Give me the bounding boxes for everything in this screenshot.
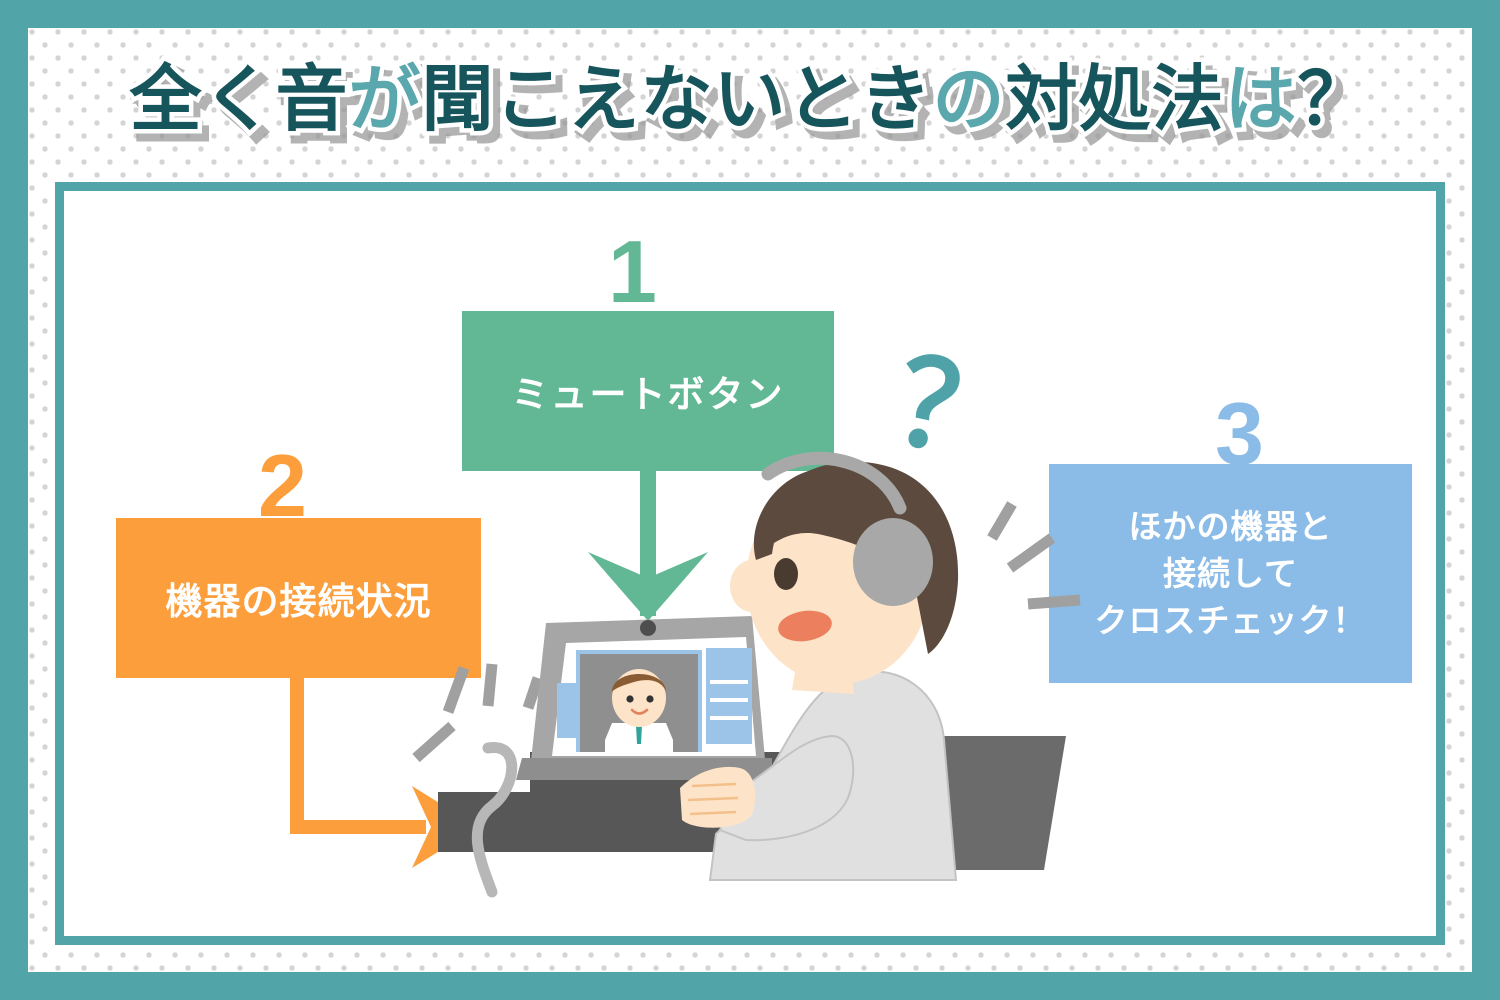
- step-1-number: 1: [608, 222, 657, 321]
- screen-participant: [605, 669, 673, 752]
- step-3-label: ほかの機器と 接続して クロスチェック！: [1095, 503, 1367, 644]
- laptop: [516, 616, 772, 780]
- step-3-number: 3: [1215, 384, 1264, 483]
- step-2-box[interactable]: 機器の接続状況: [116, 518, 481, 678]
- screen-content: [557, 648, 752, 752]
- person-hair: [757, 461, 959, 654]
- screen-panel-line: [710, 680, 748, 684]
- person-arm: [718, 734, 855, 842]
- person: [680, 451, 959, 881]
- step-2-label: 機器の接続状況: [165, 581, 432, 622]
- headphone-earcup: [853, 518, 933, 606]
- step-2-number: 2: [258, 436, 307, 535]
- headphones-icon: [761, 451, 933, 606]
- page-title: 全く音が聞こえないときの対処法は？: [125, 56, 1374, 145]
- emphasis-lines-device-icon: [412, 663, 544, 763]
- participant-tie: [636, 725, 642, 744]
- step-1-box[interactable]: ミュートボタン: [462, 311, 834, 471]
- person-eye: [774, 558, 798, 590]
- hand-finger-lines: [687, 782, 739, 816]
- step-3-box[interactable]: ほかの機器と 接続して クロスチェック！: [1049, 464, 1412, 683]
- screen-panel-line: [710, 698, 748, 702]
- person-ear: [730, 560, 774, 612]
- screen-panel-line: [710, 716, 748, 720]
- step-3-label-line-1: ほかの機器と: [1128, 508, 1333, 545]
- illustration-person-at-laptop: [412, 451, 1081, 898]
- webcam-icon: [640, 620, 656, 636]
- emphasis-lines-head-icon: [987, 501, 1081, 610]
- screen-side-panel: [706, 648, 752, 744]
- person-hair-fringe: [753, 470, 812, 560]
- title-area: 全く音が聞こえないときの対処法は？: [0, 52, 1500, 152]
- participant-hair: [612, 674, 666, 692]
- step-3-label-line-2: 接続して: [1162, 555, 1298, 592]
- step-1-label: ミュートボタン: [511, 374, 785, 415]
- step-3-label-line-3: クロスチェック！: [1094, 602, 1367, 639]
- person-mouth: [778, 610, 832, 642]
- audio-cable: [471, 742, 518, 898]
